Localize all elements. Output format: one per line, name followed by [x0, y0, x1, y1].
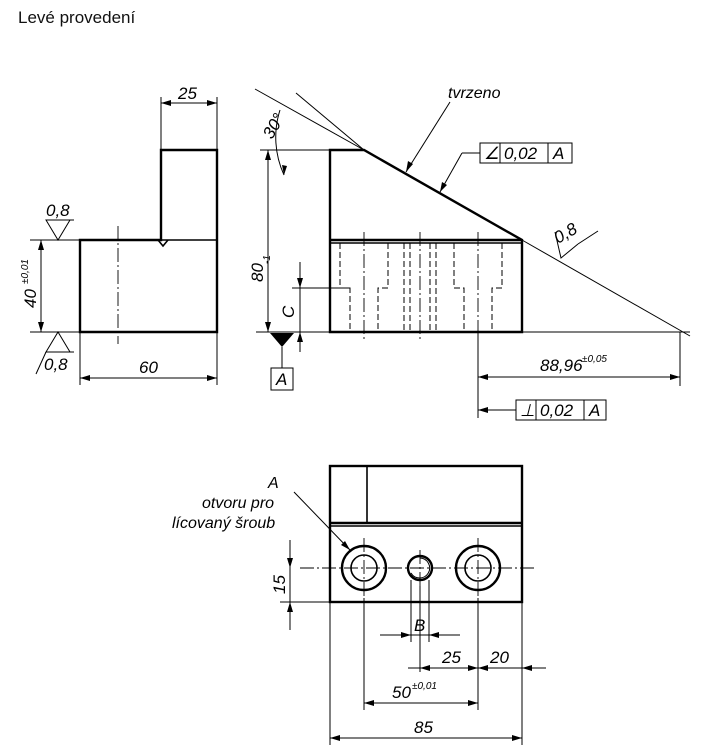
perpendicularity-symbol: ⊥ [520, 401, 535, 420]
hole-label-line1: otvoru pro [202, 495, 274, 512]
roughness-slope-value: 0,8 [551, 219, 581, 248]
roughness-symbol-slope [554, 231, 579, 259]
datum-triangle [270, 333, 294, 347]
dim-25-side: 25 [177, 84, 197, 103]
side-view-notch [157, 239, 169, 248]
front-view-hidden-holes [339, 232, 503, 340]
angularity-frame: ∠ 0,02 A [479, 142, 573, 164]
hole-label-a: A [267, 475, 279, 492]
hardened-note: tvrzeno [448, 85, 501, 102]
roughness-symbol-bottom [45, 331, 71, 353]
dim-50: 50 [392, 683, 411, 702]
dim-20: 20 [489, 648, 509, 667]
perpendicularity-frame: ⊥ 0,02 A [515, 399, 607, 421]
roughness-bottom-value: 0,8 [44, 355, 68, 374]
dim-25-top: 25 [441, 648, 461, 667]
angularity-datum: A [552, 144, 564, 163]
dim-15: 15 [270, 575, 289, 594]
angularity-symbol: ∠ [484, 144, 499, 163]
dim-40-tolerance: ±0,01 [20, 259, 31, 284]
hole-label-line2: lícovaný šroub [172, 515, 275, 532]
dim-80: 80 [248, 263, 267, 282]
top-view: A otvoru pro lícovaný šroub 15 B 25 20 5… [172, 464, 546, 745]
dim-88-96: 88,96 [540, 356, 583, 375]
dim-c: C [279, 305, 298, 318]
dim-b: B [414, 616, 425, 635]
front-view: 30° tvrzeno ∠ 0,02 A 0,8 80 -1 C [248, 85, 691, 421]
datum-a: A [275, 370, 287, 389]
side-view-outline [78, 148, 219, 334]
dim-80-tolerance: -1 [262, 255, 273, 264]
angle-arc [275, 109, 285, 176]
angle-30: 30° [259, 110, 288, 142]
page-title: Levé provedení [18, 8, 136, 27]
front-view-outline [328, 148, 524, 334]
perpendicularity-value: 0,02 [540, 401, 574, 420]
dim-85: 85 [414, 718, 433, 737]
dim-60: 60 [139, 358, 158, 377]
roughness-top-value: 0,8 [46, 201, 70, 220]
angularity-value: 0,02 [504, 144, 538, 163]
dim-88-96-tolerance: ±0,05 [582, 354, 607, 365]
dim-50-tolerance: ±0,01 [412, 681, 437, 692]
perpendicularity-datum: A [588, 401, 600, 420]
roughness-symbol-top [45, 219, 71, 241]
datum-box [270, 367, 294, 391]
side-view: 25 60 40 ±0,01 0,8 0,8 [20, 84, 219, 385]
dim-40: 40 [21, 289, 40, 308]
top-view-outline [328, 464, 524, 604]
